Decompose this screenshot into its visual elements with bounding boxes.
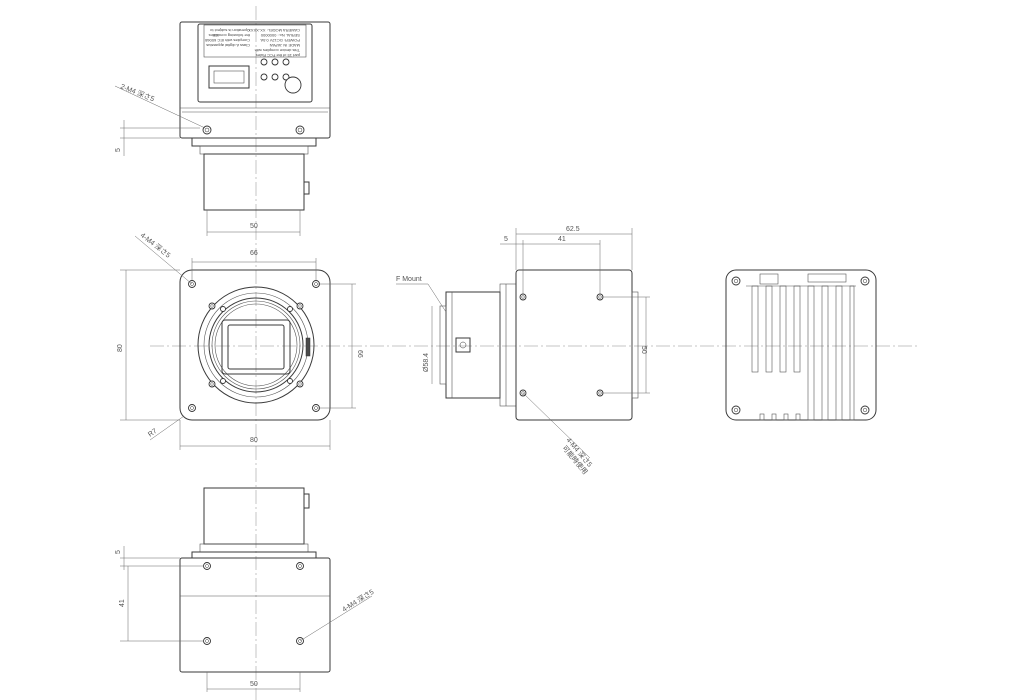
side-diameter: Ø58.4 — [423, 353, 430, 372]
side-view-dimensions: 62.5 41 5 F Mount Ø58.4 50 4-M4 深さ5 可能時使… — [396, 226, 650, 476]
top-edge-offset: 5 — [115, 148, 122, 152]
label-line-1: CAMERA MODEL: XX-XXXX — [248, 28, 300, 33]
side-vertical-pitch: 50 — [640, 346, 647, 354]
heat-sink-fins — [751, 285, 855, 421]
side-view — [439, 269, 639, 421]
front-view — [179, 269, 331, 421]
front-width: 66 — [250, 250, 258, 257]
top-pitch: 50 — [250, 223, 258, 230]
label-line-4: MADE IN JAPAN — [270, 43, 300, 48]
label-line-6: part 15 of the FCC Rules — [256, 53, 300, 58]
front-hole-note: 4-M4 深さ5 — [139, 230, 173, 259]
top-view: CAMERA MODEL: XX-XXXX SERIAL No.: 000000… — [179, 21, 331, 211]
side-mount-label: F Mount — [396, 276, 422, 283]
bottom-hole-note: 4-M4 深さ5 — [340, 587, 375, 614]
label-line-5: This device complies with — [255, 48, 300, 53]
rear-view — [725, 269, 877, 421]
label-line-3: POWER: DC12V 0.5A — [260, 38, 300, 43]
label-line-10: Class A digital apparatus — [206, 43, 250, 48]
label-plate-text: CAMERA MODEL: XX-XXXX SERIAL No.: 000000… — [204, 28, 300, 58]
bottom-edge-offset: 5 — [115, 550, 122, 554]
bottom-view-dimensions: 5 41 4-M4 深さ5 50 — [115, 546, 375, 692]
top-view-dimensions: 2-M4 深さ5 5 50 — [114, 82, 301, 236]
ce-mark: CE — [212, 33, 218, 38]
bottom-view — [179, 487, 331, 673]
front-radius: R7 — [147, 428, 158, 439]
label-line-8: the following conditions — [209, 33, 250, 38]
label-line-2: SERIAL No.: 0000000 — [260, 33, 300, 38]
front-height: 80 — [117, 344, 124, 352]
label-line-9: Complies with IEC 60068 — [204, 38, 250, 43]
front-bottom-width: 80 — [250, 437, 258, 444]
bottom-pitch-v: 41 — [119, 599, 126, 607]
label-line-7: Operation is subject to — [209, 28, 250, 33]
top-hole-note: 2-M4 深さ5 — [119, 82, 156, 104]
bottom-pitch-h: 50 — [250, 681, 258, 688]
side-depth-total: 62.5 — [566, 226, 580, 233]
front-inner-height: 66 — [356, 350, 363, 358]
side-step: 5 — [504, 236, 508, 243]
side-hole-pitch: 41 — [558, 236, 566, 243]
center-lines — [150, 6, 918, 700]
